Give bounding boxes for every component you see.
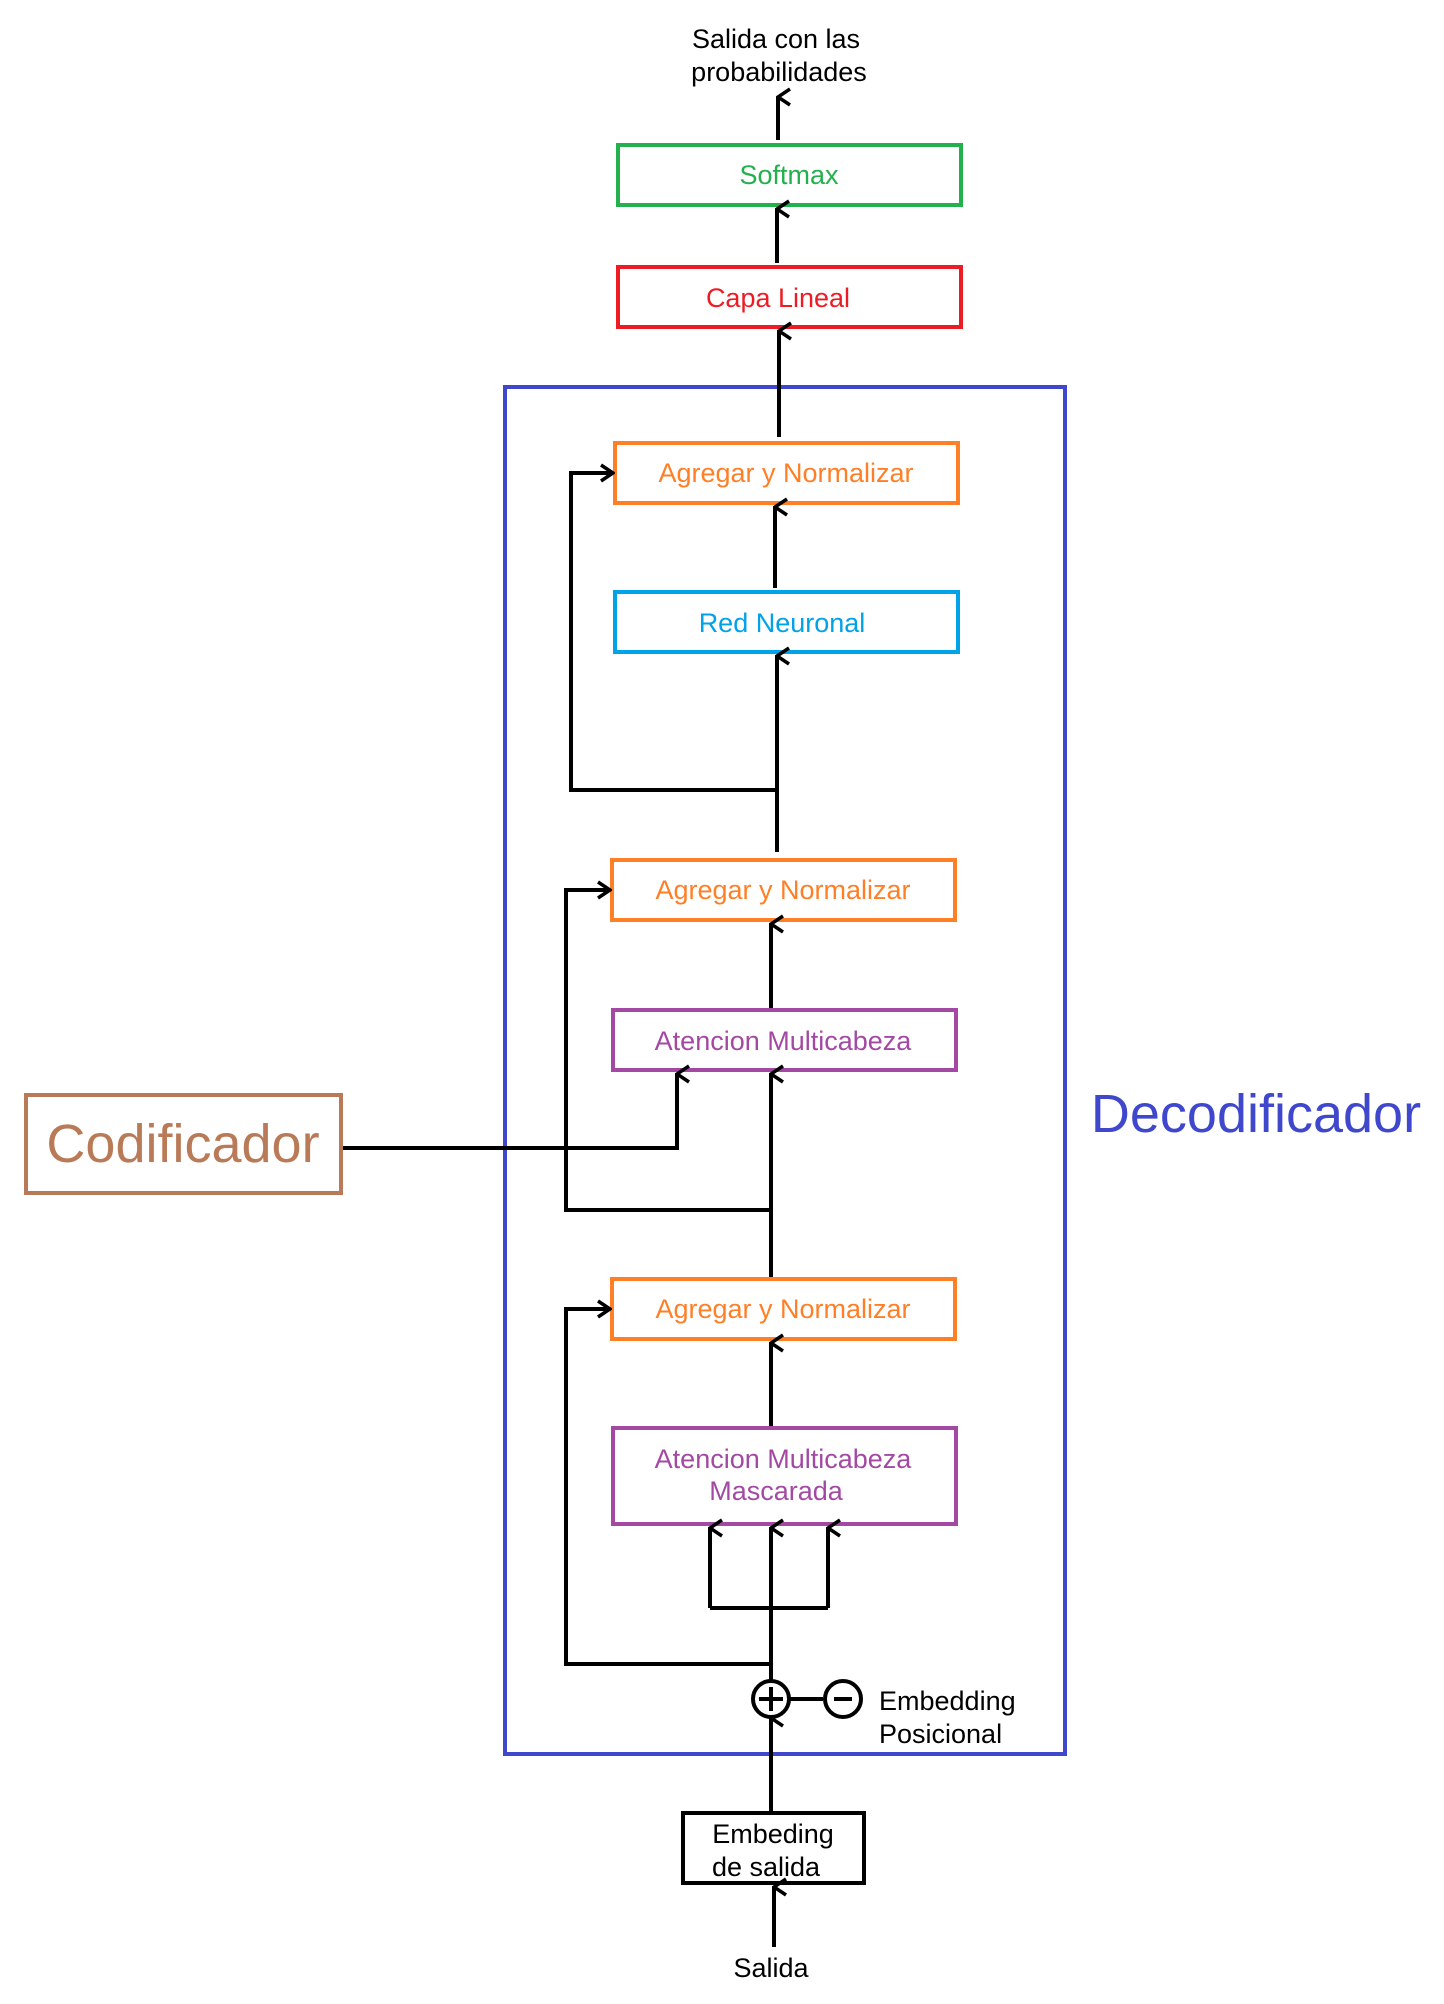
cross-attention-box bbox=[611, 1008, 958, 1072]
masked-attention-label-line2: Mascarada bbox=[709, 1476, 844, 1506]
add-operator-icon bbox=[751, 1679, 791, 1719]
output-label-line2: probabilidades bbox=[691, 57, 867, 87]
input-label: Salida bbox=[733, 1953, 809, 1983]
add-norm-2-label: Agregar y Normalizar bbox=[655, 875, 910, 905]
cross-attention-label: Atencion Multicabeza bbox=[655, 1026, 913, 1056]
positional-label-line2: Posicional bbox=[879, 1719, 1002, 1749]
output-embedding-label-line1: Embeding bbox=[712, 1819, 834, 1849]
decoder-frame bbox=[503, 385, 1067, 1756]
add-norm-3-label: Agregar y Normalizar bbox=[658, 458, 913, 488]
output-label-line1: Salida con las bbox=[692, 24, 860, 54]
linear-label: Capa Lineal bbox=[706, 283, 850, 313]
softmax-label: Softmax bbox=[739, 160, 839, 190]
feed-forward-label: Red Neuronal bbox=[699, 608, 866, 638]
encoder-label: Codificador bbox=[46, 1114, 319, 1174]
encoder-box bbox=[24, 1093, 343, 1195]
add-norm-1-label: Agregar y Normalizar bbox=[655, 1294, 910, 1324]
positional-label-line1: Embedding bbox=[879, 1686, 1016, 1716]
connectors bbox=[343, 97, 828, 1947]
positional-wave-icon bbox=[823, 1679, 863, 1719]
decoder-label: Decodificador bbox=[1091, 1084, 1421, 1144]
output-embedding-label-line2: de salida bbox=[712, 1852, 821, 1882]
masked-attention-box bbox=[611, 1426, 958, 1526]
masked-attention-label-line1: Atencion Multicabeza bbox=[655, 1444, 913, 1474]
